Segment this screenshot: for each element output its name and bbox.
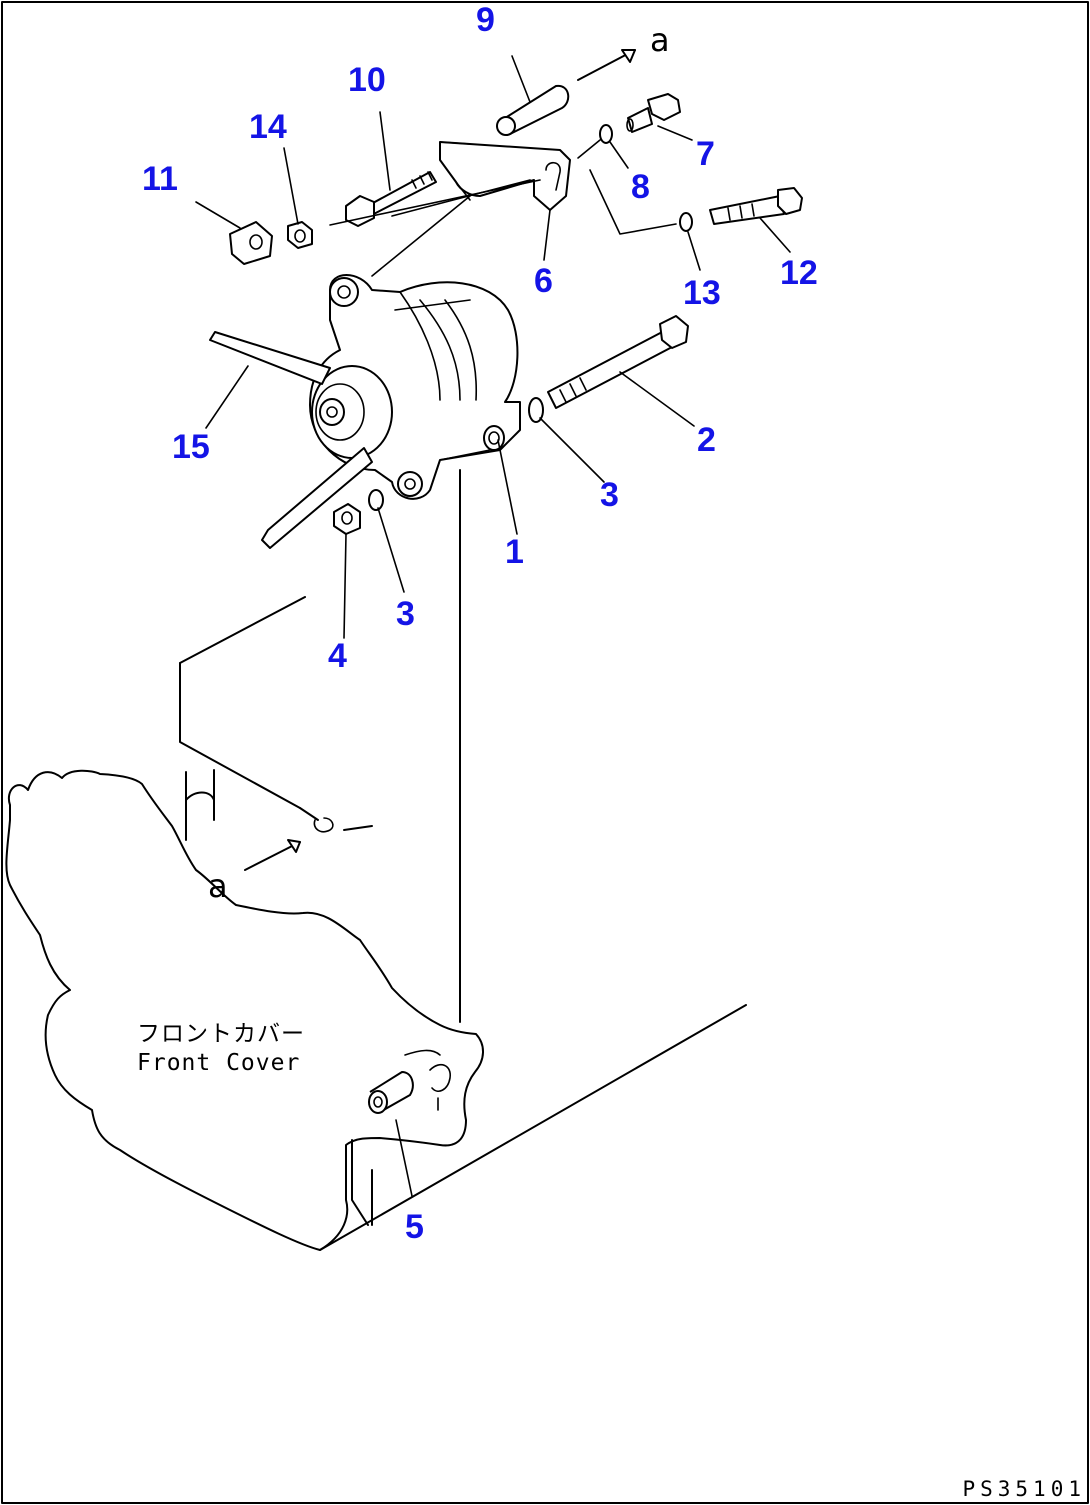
clip-11 xyxy=(229,221,273,265)
bolt-2 xyxy=(547,315,689,409)
callout-3-left: 3 xyxy=(396,595,415,633)
reference-arrow-lower xyxy=(244,817,334,871)
assembly-guide-lines xyxy=(329,139,677,461)
callout-13: 13 xyxy=(683,274,721,312)
callout-7: 7 xyxy=(696,135,715,173)
washer-13 xyxy=(679,212,693,232)
drawing-code: PS35101 xyxy=(962,1477,1086,1501)
callout-2: 2 xyxy=(697,421,716,459)
callout-3-right: 3 xyxy=(600,476,619,514)
callout-6: 6 xyxy=(534,262,553,300)
callout-4: 4 xyxy=(328,637,347,675)
callout-15: 15 xyxy=(172,428,210,466)
callout-14: 14 xyxy=(249,108,287,146)
callout-1: 1 xyxy=(505,533,524,571)
bolt-12 xyxy=(709,187,803,225)
front-cover-label-en: Front Cover xyxy=(137,1049,301,1076)
callout-12: 12 xyxy=(780,254,818,292)
callout-11: 11 xyxy=(142,160,178,198)
callout-9: 9 xyxy=(476,1,495,39)
washer-8 xyxy=(599,124,613,144)
front-cover-label-jp: フロントカバー xyxy=(137,1021,305,1047)
reference-label-a-upper: a xyxy=(650,21,670,59)
engine-block xyxy=(179,469,747,1251)
belt-15 xyxy=(209,331,373,549)
reference-arrow-upper xyxy=(577,49,636,81)
washer-3-right xyxy=(528,397,544,423)
mounting-pin-5 xyxy=(368,1071,414,1114)
callout-10: 10 xyxy=(348,61,386,99)
washer-3-left xyxy=(368,489,384,511)
alternator-1 xyxy=(309,274,521,500)
sleeve-9 xyxy=(496,84,570,136)
bolt-7 xyxy=(626,93,681,133)
callout-5: 5 xyxy=(405,1208,424,1246)
callout-8: 8 xyxy=(631,168,650,206)
bracket-6 xyxy=(439,141,571,211)
bolt-10 xyxy=(345,171,437,227)
nut-14 xyxy=(287,221,313,249)
nut-4 xyxy=(333,503,361,535)
front-cover-label: フロントカバー Front Cover xyxy=(137,1020,305,1078)
leader-lines xyxy=(195,55,791,1197)
front-cover-outline xyxy=(5,769,484,1251)
reference-label-a-lower: a xyxy=(208,867,228,905)
